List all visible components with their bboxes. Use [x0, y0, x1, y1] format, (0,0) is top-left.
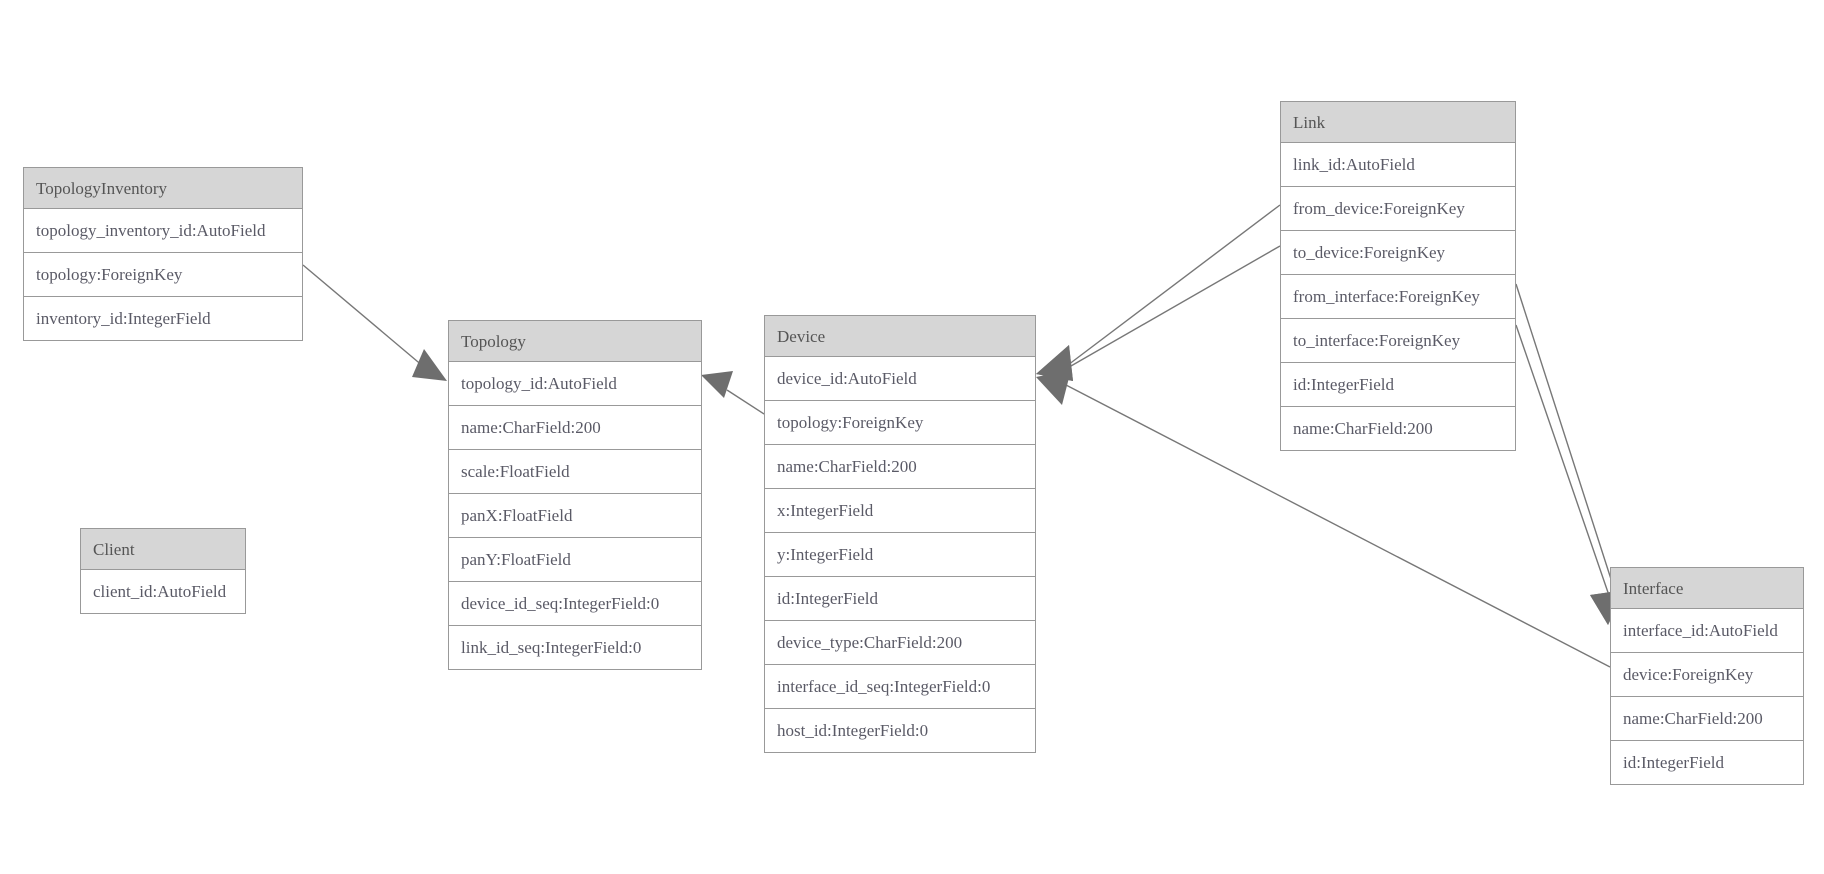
entity-field[interactable]: interface_id:AutoField [1611, 609, 1803, 652]
entity-field[interactable]: topology_inventory_id:AutoField [24, 209, 302, 252]
entity-field[interactable]: x:IntegerField [765, 488, 1035, 532]
entity-field[interactable]: link_id_seq:IntegerField:0 [449, 625, 701, 669]
entity-title-client: Client [81, 529, 245, 570]
entity-title-link: Link [1281, 102, 1515, 143]
entity-field[interactable]: to_interface:ForeignKey [1281, 318, 1515, 362]
entity-field[interactable]: topology_id:AutoField [449, 362, 701, 405]
entity-fields-client: client_id:AutoField [81, 570, 245, 613]
entity-field[interactable]: device_type:CharField:200 [765, 620, 1035, 664]
edge-device-topology [701, 371, 765, 415]
entity-field[interactable]: y:IntegerField [765, 532, 1035, 576]
edge-link-from-device [1036, 204, 1281, 381]
entity-field[interactable]: host_id:IntegerField:0 [765, 708, 1035, 752]
entity-field[interactable]: from_interface:ForeignKey [1281, 274, 1515, 318]
edge-link-from-interface [1515, 283, 1625, 625]
entity-field[interactable]: link_id:AutoField [1281, 143, 1515, 186]
entity-field[interactable]: from_device:ForeignKey [1281, 186, 1515, 230]
entity-field[interactable]: name:CharField:200 [449, 405, 701, 449]
entity-field[interactable]: panX:FloatField [449, 493, 701, 537]
entity-title-topology: Topology [449, 321, 701, 362]
entity-field[interactable]: topology:ForeignKey [24, 252, 302, 296]
entity-field[interactable]: device:ForeignKey [1611, 652, 1803, 696]
entity-title-interface: Interface [1611, 568, 1803, 609]
entity-field[interactable]: topology:ForeignKey [765, 400, 1035, 444]
entity-field[interactable]: scale:FloatField [449, 449, 701, 493]
entity-field[interactable]: client_id:AutoField [81, 570, 245, 613]
entity-title-topology_inventory: TopologyInventory [24, 168, 302, 209]
entity-field[interactable]: name:CharField:200 [1281, 406, 1515, 450]
entity-field[interactable]: device_id_seq:IntegerField:0 [449, 581, 701, 625]
entity-field[interactable]: name:CharField:200 [1611, 696, 1803, 740]
edge-link-to-device [1036, 245, 1281, 381]
entity-field[interactable]: name:CharField:200 [765, 444, 1035, 488]
edge-link-to-interface [1515, 324, 1625, 625]
entity-field[interactable]: interface_id_seq:IntegerField:0 [765, 664, 1035, 708]
entity-field[interactable]: inventory_id:IntegerField [24, 296, 302, 340]
edge-topologyinventory-topology [302, 264, 447, 381]
entity-field[interactable]: id:IntegerField [1611, 740, 1803, 784]
entity-field[interactable]: panY:FloatField [449, 537, 701, 581]
entity-field[interactable]: device_id:AutoField [765, 357, 1035, 400]
entity-title-device: Device [765, 316, 1035, 357]
entity-field[interactable]: id:IntegerField [765, 576, 1035, 620]
entity-field[interactable]: to_device:ForeignKey [1281, 230, 1515, 274]
entity-field[interactable]: id:IntegerField [1281, 362, 1515, 406]
